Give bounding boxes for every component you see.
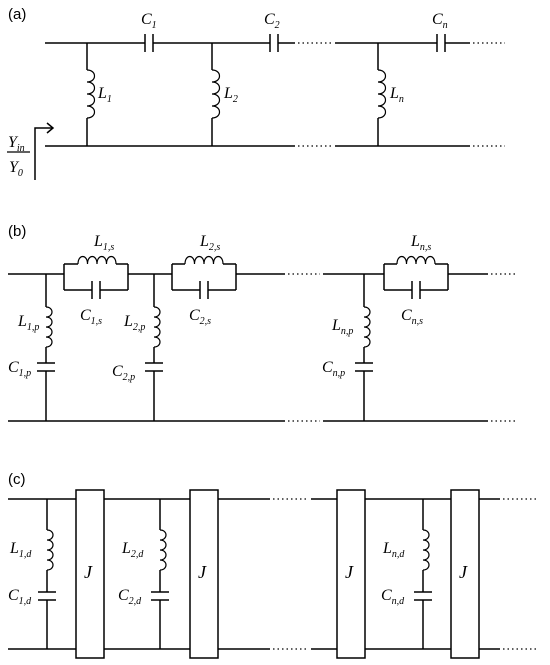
l2-label: L2 <box>223 85 238 105</box>
inductor-l1 <box>86 43 96 146</box>
admittance-ratio: Yin Y0 <box>7 134 30 179</box>
series-resonator-n <box>383 255 449 299</box>
cnd-label: Cn,d <box>381 587 405 607</box>
shunt-branch-2 <box>151 499 169 649</box>
panel-c: (c) J J J J L1,d L2,d <box>8 471 537 659</box>
j-inverter-3 <box>336 489 366 659</box>
shunt-branch-n <box>355 274 373 421</box>
j-label-2: J <box>198 562 207 582</box>
l1p-label: L1,p <box>17 313 39 333</box>
capacitor-cn <box>436 34 446 52</box>
lns-label: Ln,s <box>410 233 431 253</box>
ellipsis <box>503 498 537 650</box>
ellipsis <box>273 498 308 650</box>
panel-a: (a) C1 C2 Cn <box>7 6 505 180</box>
c1p-label: C1,p <box>8 359 31 379</box>
l2s-label: L2,s <box>199 233 220 253</box>
cns-label: Cn,s <box>401 307 423 327</box>
c2-label: C2 <box>264 11 280 31</box>
capacitor-c2 <box>269 34 279 52</box>
panel-c-tag: (c) <box>8 471 26 488</box>
j-label-1: J <box>84 562 93 582</box>
panel-a-tag: (a) <box>8 6 26 23</box>
shunt-branch-1 <box>38 499 56 649</box>
c2s-label: C2,s <box>189 307 211 327</box>
lnd-label: Ln,d <box>382 540 405 560</box>
j-inverter-4 <box>450 489 480 659</box>
panel-b-tag: (b) <box>8 223 26 240</box>
l2p-label: L2,p <box>123 313 145 333</box>
c2d-label: C2,d <box>118 587 142 607</box>
shunt-branch-1 <box>37 274 55 421</box>
series-resonator-1 <box>63 255 129 299</box>
c1d-label: C1,d <box>8 587 32 607</box>
ln-label: Ln <box>389 85 404 105</box>
capacitor-c1 <box>144 34 154 52</box>
svg-text:Yin: Yin <box>8 134 25 154</box>
inductor-ln <box>377 43 387 146</box>
input-admittance-arrow <box>34 122 55 180</box>
c2p-label: C2,p <box>112 363 135 383</box>
j-inverter-2 <box>189 489 219 659</box>
inductor-l2 <box>211 43 221 146</box>
rails <box>8 498 270 650</box>
svg-text:Y0: Y0 <box>9 159 23 179</box>
panel-b: (b) <box>8 223 518 422</box>
l1-label: L1 <box>97 85 112 105</box>
series-resonator-2 <box>171 255 237 299</box>
cn-label: Cn <box>432 11 448 31</box>
shunt-branch-2 <box>145 274 163 421</box>
c1-label: C1 <box>141 11 157 31</box>
l1s-label: L1,s <box>93 233 114 253</box>
shunt-branch-n <box>414 499 432 649</box>
l1d-label: L1,d <box>9 540 32 560</box>
cnp-label: Cn,p <box>322 359 345 379</box>
lnp-label: Ln,p <box>331 317 353 337</box>
j-label-3: J <box>345 562 354 582</box>
j-inverter-1 <box>75 489 105 659</box>
l2d-label: L2,d <box>121 540 144 560</box>
j-label-4: J <box>459 562 468 582</box>
c1s-label: C1,s <box>80 307 102 327</box>
